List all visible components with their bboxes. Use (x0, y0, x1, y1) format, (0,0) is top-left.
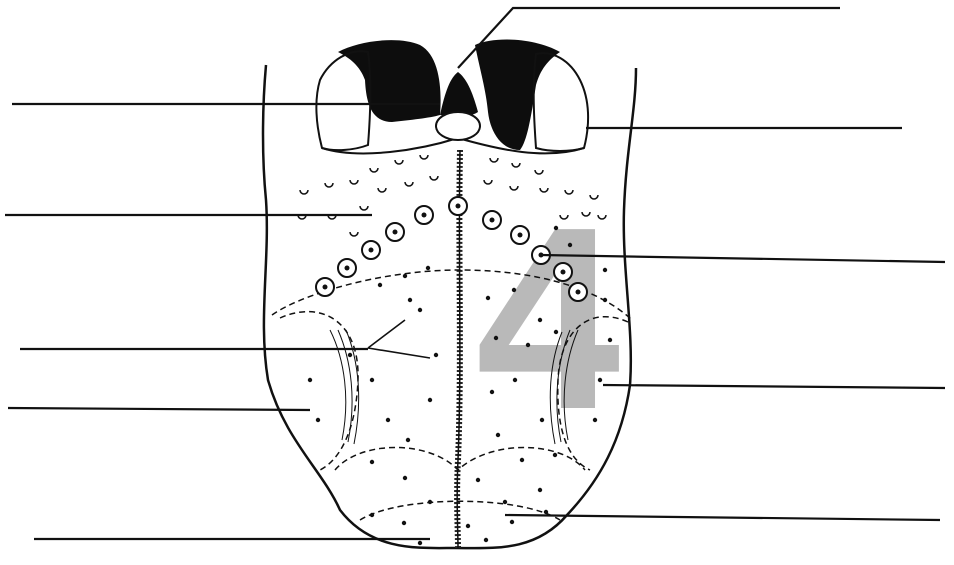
epiglottis (440, 72, 478, 116)
left-sour-region (280, 312, 358, 470)
leader-split (368, 320, 430, 358)
label-line-sour-region (603, 385, 945, 388)
epiglottis-right-fold (475, 40, 560, 150)
foramen-cecum (436, 112, 480, 140)
label-line-lateral-border (8, 408, 310, 410)
label-line-tip-region (505, 515, 940, 520)
